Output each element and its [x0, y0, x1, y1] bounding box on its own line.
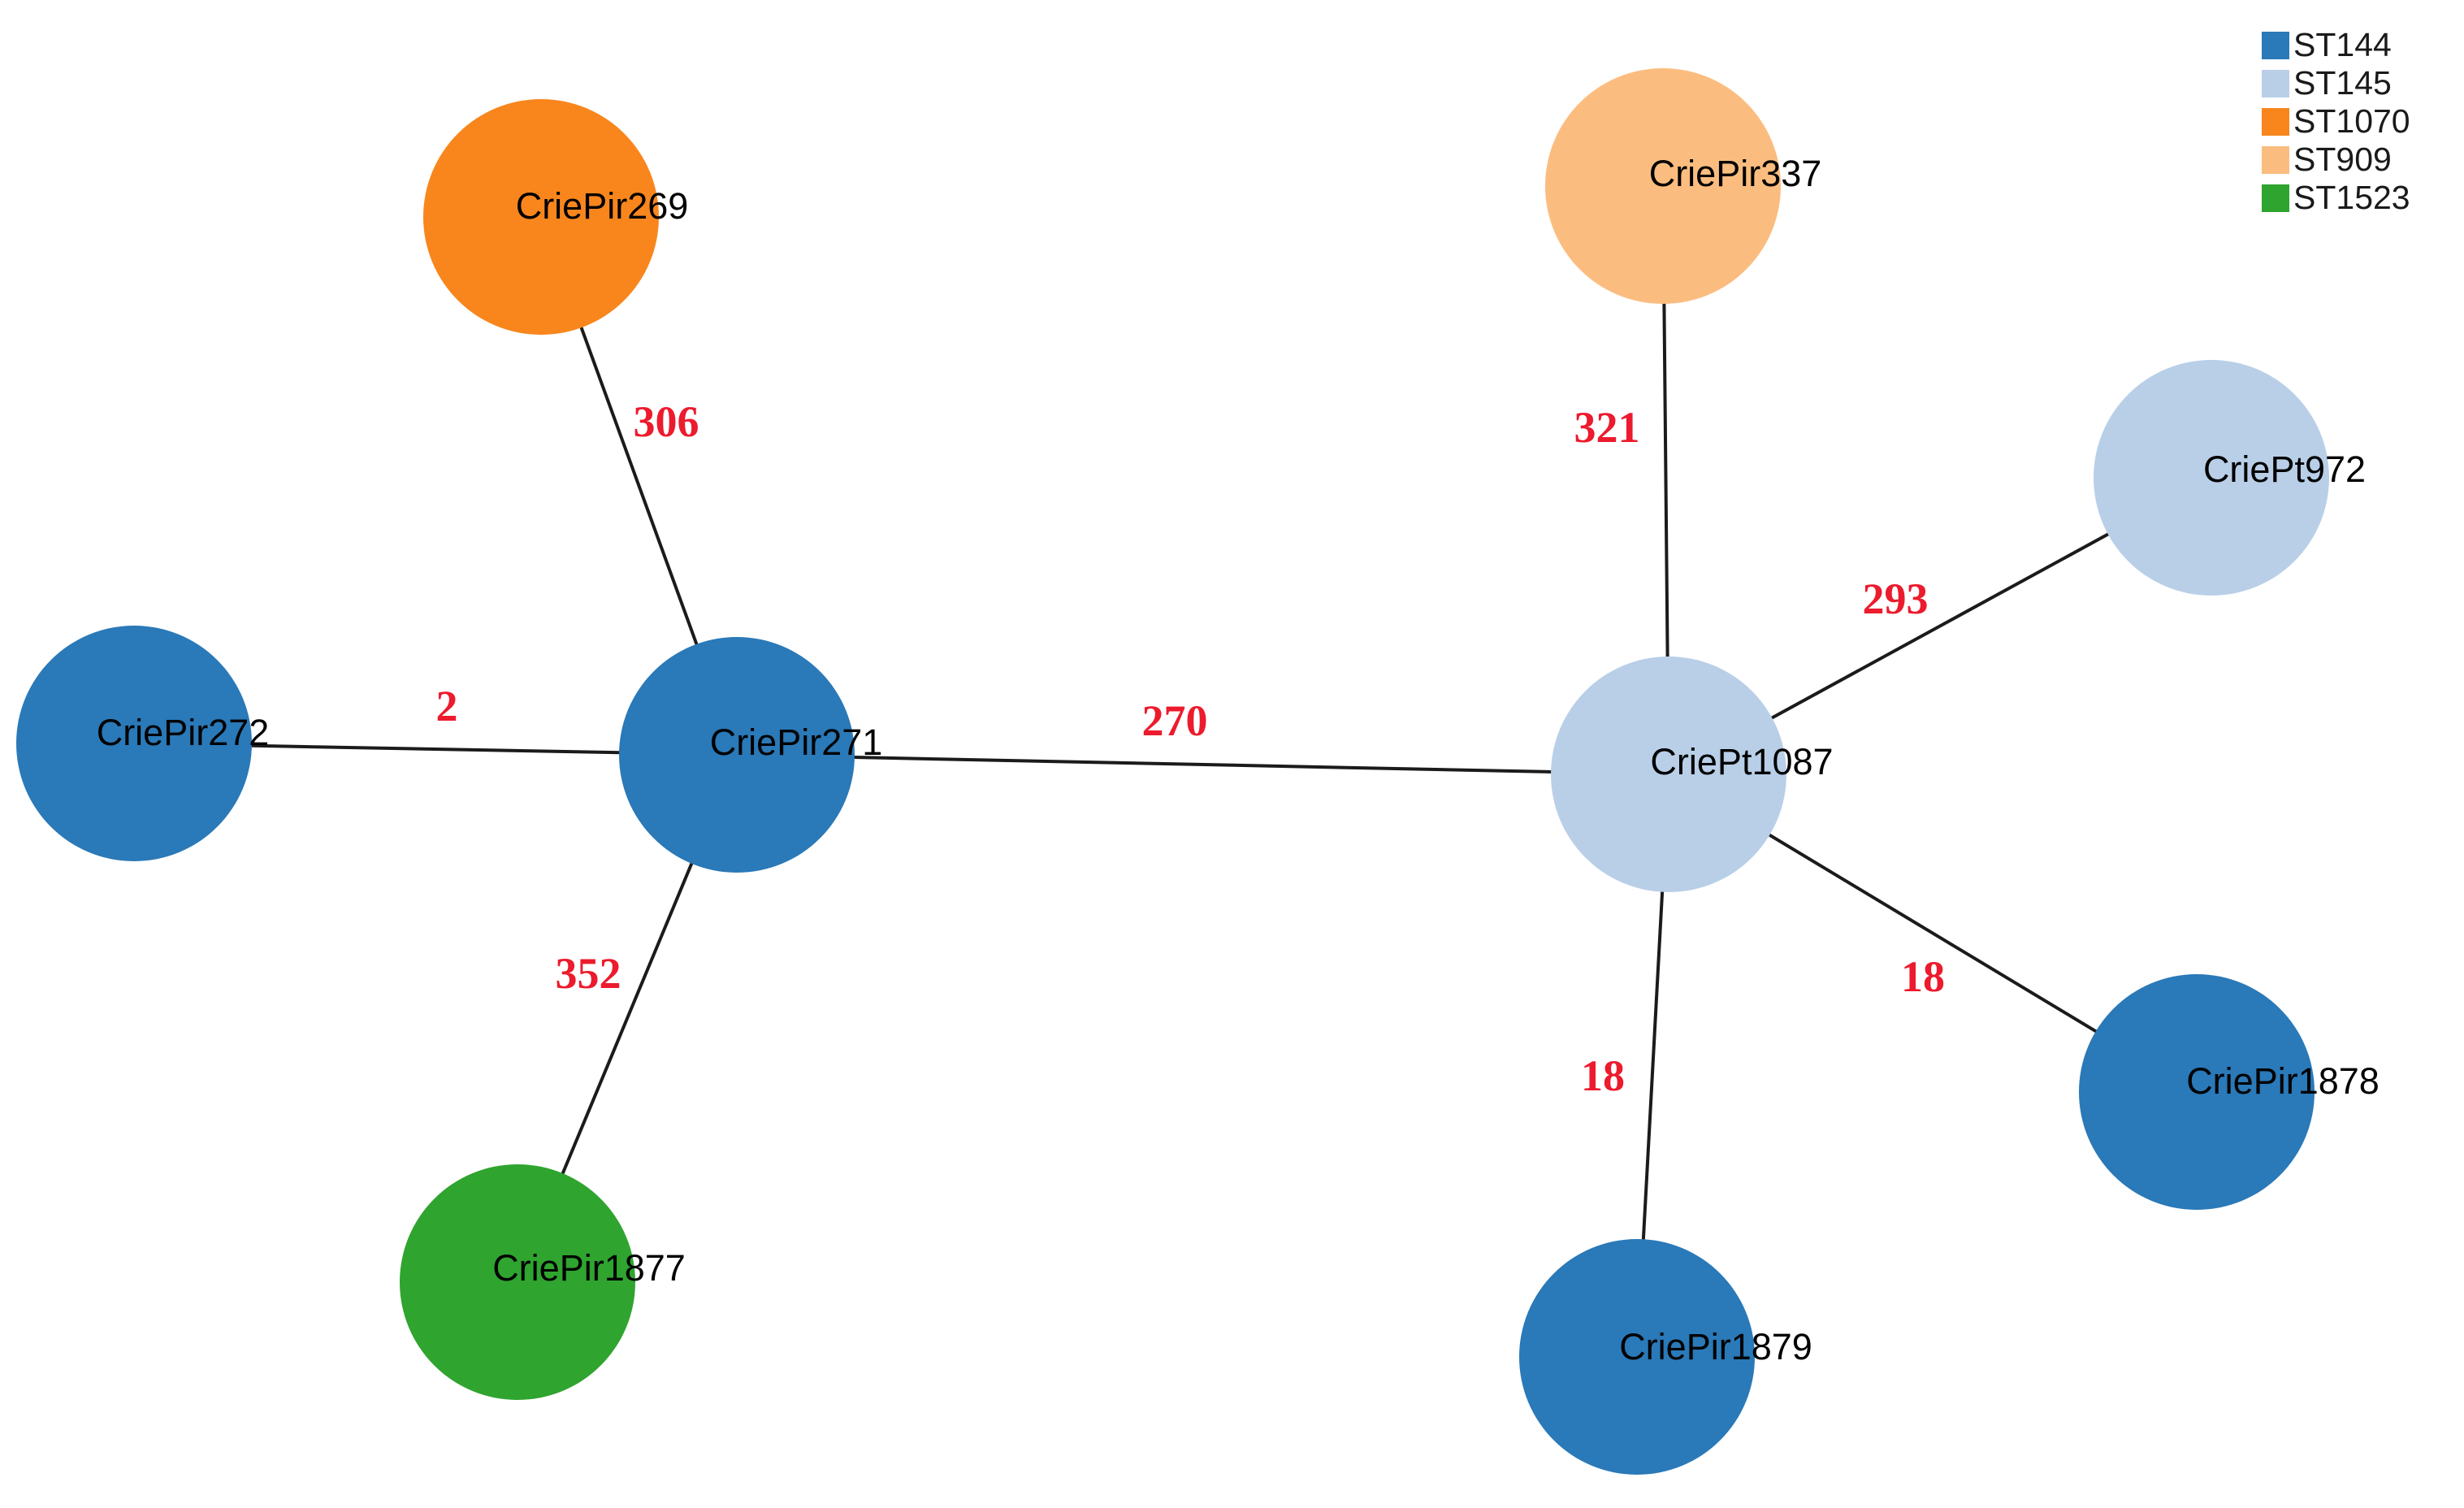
edge-distance-label: 306 — [634, 397, 699, 446]
node-criept1087[interactable] — [1551, 656, 1786, 892]
edge-CriePir271-CriePt1087 — [736, 753, 1669, 776]
legend-swatch-st144 — [2262, 31, 2289, 59]
edge-distance-label: 18 — [1901, 952, 1945, 1001]
node-criepir337[interactable] — [1545, 68, 1781, 304]
edge-distance-label: 321 — [1574, 403, 1640, 452]
edge-distance-label: 293 — [1863, 574, 1929, 623]
legend-label: ST144 — [2293, 26, 2392, 63]
node-label-criepir269: CriePir269 — [516, 185, 689, 227]
node-criept972[interactable] — [2094, 360, 2329, 596]
node-label-criepir1878: CriePir1878 — [2186, 1060, 2380, 1102]
legend-swatch-st1070 — [2262, 107, 2289, 136]
legend-item-st144: ST144 — [2262, 26, 2410, 63]
node-label-criept1087: CriePt1087 — [1650, 741, 1833, 782]
legend-swatch-st1523 — [2262, 184, 2289, 212]
node-criepir269[interactable] — [423, 99, 659, 335]
legend-item-st909: ST909 — [2262, 141, 2410, 178]
node-criepir271[interactable] — [619, 637, 855, 873]
legend-label: ST909 — [2293, 141, 2392, 178]
legend-item-st1523: ST1523 — [2262, 179, 2410, 216]
edge-distance-label: 270 — [1142, 696, 1208, 745]
legend-swatch-st145 — [2262, 69, 2289, 98]
node-label-criept972: CriePt972 — [2203, 448, 2366, 490]
node-criepir1877[interactable] — [400, 1164, 635, 1400]
legend-label: ST1523 — [2293, 179, 2410, 216]
node-criepir1878[interactable] — [2079, 974, 2315, 1210]
node-label-criepir272: CriePir272 — [97, 712, 270, 753]
legend-item-st145: ST145 — [2262, 64, 2410, 102]
legend-label: ST1070 — [2293, 102, 2410, 140]
node-label-criepir337: CriePir337 — [1649, 153, 1822, 194]
legend-item-st1070: ST1070 — [2262, 102, 2410, 140]
node-label-criepir271: CriePir271 — [710, 722, 883, 763]
node-label-criepir1879: CriePir1879 — [1619, 1326, 1812, 1367]
node-criepir1879[interactable] — [1519, 1239, 1755, 1475]
legend-label: ST145 — [2293, 64, 2392, 102]
node-label-criepir1877: CriePir1877 — [492, 1247, 686, 1289]
edge-distance-label: 352 — [556, 949, 621, 998]
legend-swatch-st909 — [2262, 145, 2289, 174]
node-criepir272[interactable] — [16, 626, 252, 861]
edge-distance-label: 18 — [1581, 1051, 1625, 1100]
edge-distance-label: 2 — [436, 682, 458, 730]
